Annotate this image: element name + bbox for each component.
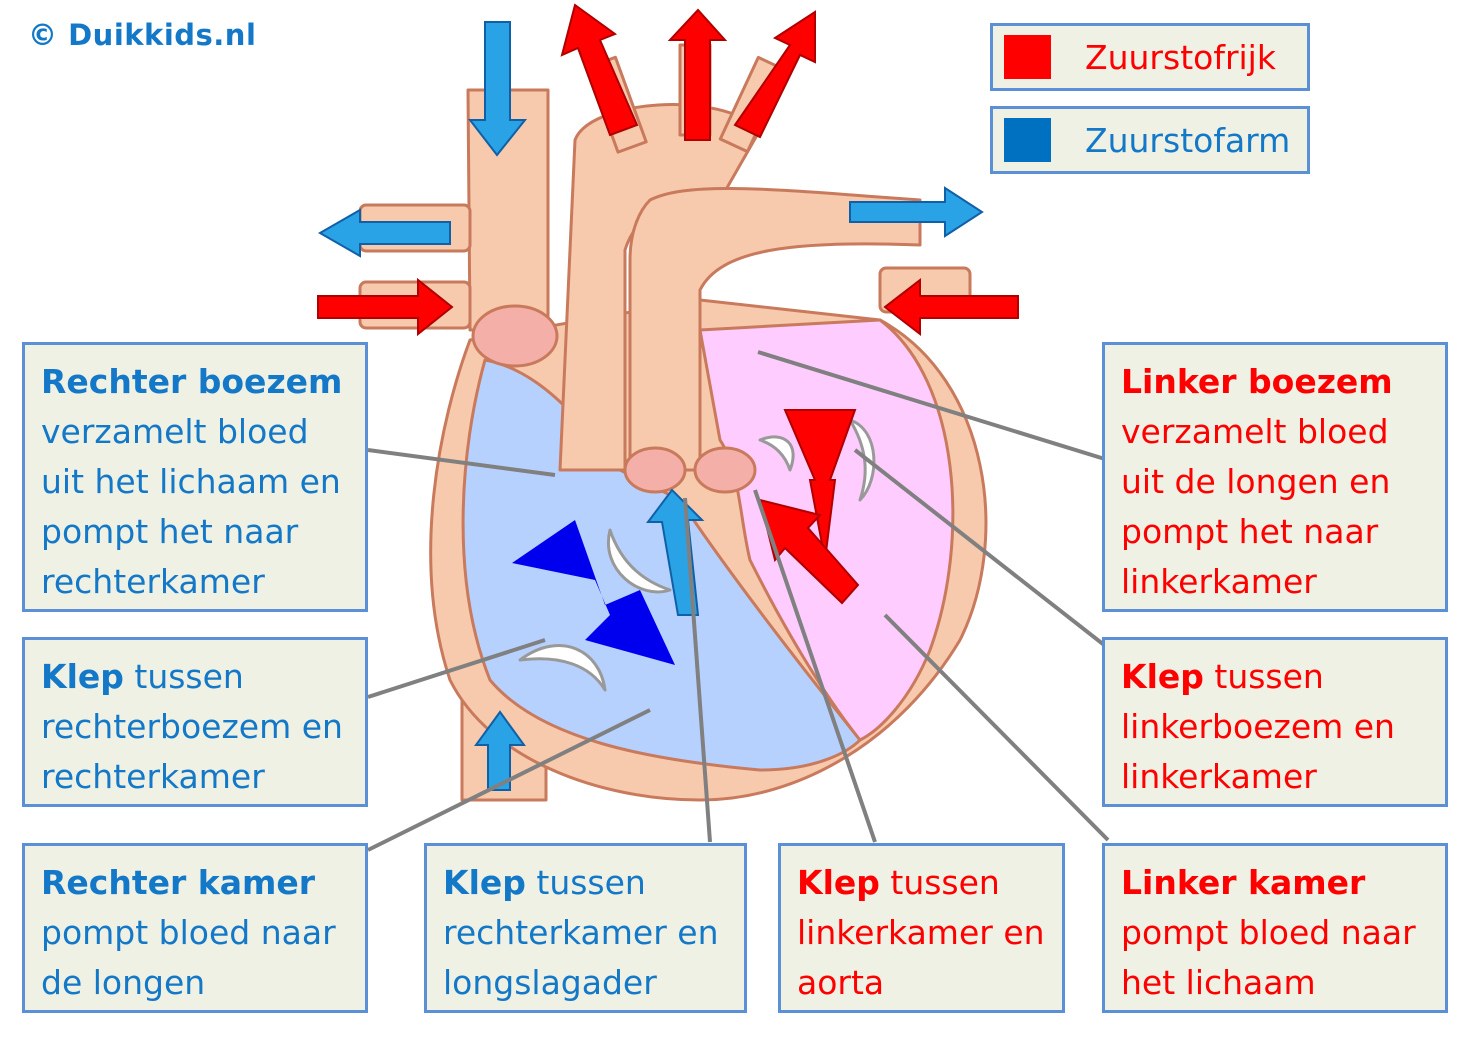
arrow-red-right bbox=[317, 277, 454, 337]
line-rechter-kamer bbox=[367, 708, 651, 852]
label-line: aorta bbox=[797, 963, 885, 1002]
line-linker-kamer bbox=[883, 613, 1110, 842]
legend-oxygen-poor: Zuurstofarm bbox=[990, 106, 1310, 174]
line-klep-lk-aorta bbox=[753, 489, 877, 843]
legend-label-oxygen-rich: Zuurstofrijk bbox=[1085, 38, 1276, 77]
label-line: rechterkamer bbox=[41, 562, 265, 601]
label-line: linkerkamer en bbox=[797, 913, 1045, 952]
connector-lines bbox=[367, 350, 1110, 852]
label-line: pompt bloed naar bbox=[41, 913, 336, 952]
label-box-klep-rb-rk: Klep tussen rechterboezem en rechterkame… bbox=[22, 637, 368, 807]
line-klep-rk-long bbox=[683, 497, 712, 843]
label-box-rechter-boezem: Rechter boezem verzamelt bloed uit het l… bbox=[22, 342, 368, 612]
arrow-blue-up bbox=[474, 710, 526, 791]
pulmonary-valve-top bbox=[623, 446, 687, 494]
arrow-blue-right bbox=[849, 186, 984, 238]
label-line: pompt het naar bbox=[41, 512, 299, 551]
label-line: linkerkamer bbox=[1121, 562, 1317, 601]
label-title: Klep bbox=[41, 657, 124, 696]
label-box-linker-boezem: Linker boezem verzamelt bloed uit de lon… bbox=[1102, 342, 1448, 612]
label-line: rechterkamer bbox=[41, 757, 265, 796]
tricuspid-valve-leaf bbox=[518, 644, 607, 692]
pulmonary-valve-leaf bbox=[607, 528, 672, 594]
label-title: Klep bbox=[1121, 657, 1204, 696]
label-line: pompt bloed naar bbox=[1121, 913, 1416, 952]
arrow-red-up-right bbox=[733, 10, 816, 139]
label-line: longslagader bbox=[443, 963, 657, 1002]
label-line: linkerkamer bbox=[1121, 757, 1317, 796]
legend-oxygen-rich: Zuurstofrijk bbox=[990, 23, 1310, 91]
line-klep-rb-rk bbox=[367, 638, 546, 699]
label-box-rechter-kamer: Rechter kamer pompt bloed naar de longen bbox=[22, 843, 368, 1013]
arrow-red-up bbox=[667, 8, 728, 141]
label-title: Klep bbox=[443, 863, 526, 902]
label-line: tussen bbox=[1203, 657, 1324, 696]
copyright: © Duikkids.nl bbox=[28, 18, 257, 52]
oxygen-poor-arrows bbox=[317, 21, 984, 791]
label-line: tussen bbox=[879, 863, 1000, 902]
label-line: rechterboezem en bbox=[41, 707, 343, 746]
mitral-valve-leaf bbox=[848, 418, 876, 502]
label-line: tussen bbox=[123, 657, 244, 696]
label-line: verzamelt bloed bbox=[1121, 412, 1389, 451]
arrow-red-left bbox=[883, 277, 1019, 337]
legend-label-oxygen-poor: Zuurstofarm bbox=[1085, 121, 1291, 160]
label-line: verzamelt bloed bbox=[41, 412, 309, 451]
label-line: uit de longen en bbox=[1121, 462, 1391, 501]
label-box-klep-lk-aorta: Klep tussen linkerkamer en aorta bbox=[778, 843, 1065, 1013]
label-title: Klep bbox=[797, 863, 880, 902]
line-rechter-boezem bbox=[367, 448, 556, 477]
aortic-valve-leaf bbox=[758, 435, 795, 472]
arrow-darkblue bbox=[512, 520, 675, 665]
label-title: Linker kamer bbox=[1121, 863, 1366, 902]
line-klep-lb-lk bbox=[853, 448, 1110, 650]
label-title: Rechter boezem bbox=[41, 362, 343, 401]
arrow-blue-left bbox=[317, 208, 451, 258]
label-line: rechterkamer en bbox=[443, 913, 719, 952]
label-line: de longen bbox=[41, 963, 206, 1002]
arrow-blue-down bbox=[467, 21, 528, 157]
legend-swatch-red bbox=[1004, 35, 1051, 79]
label-box-linker-kamer: Linker kamer pompt bloed naar het lichaa… bbox=[1102, 843, 1448, 1013]
pulmonary-artery bbox=[628, 186, 922, 472]
label-line: pompt het naar bbox=[1121, 512, 1379, 551]
arrow-red-down bbox=[783, 409, 857, 561]
line-linker-boezem bbox=[757, 350, 1109, 462]
arrow-red-up-left bbox=[560, 3, 639, 137]
label-line: uit het lichaam en bbox=[41, 462, 341, 501]
aortic-valve-top bbox=[693, 446, 757, 494]
label-line: linkerboezem en bbox=[1121, 707, 1395, 746]
label-box-klep-lb-lk: Klep tussen linkerboezem en linkerkamer bbox=[1102, 637, 1448, 807]
vena-cava-opening bbox=[471, 304, 559, 368]
label-title: Linker boezem bbox=[1121, 362, 1393, 401]
label-box-klep-rk-long: Klep tussen rechterkamer en longslagader bbox=[424, 843, 747, 1013]
label-title: Rechter kamer bbox=[41, 863, 316, 902]
legend-swatch-blue bbox=[1004, 118, 1051, 162]
label-line: het lichaam bbox=[1121, 963, 1316, 1002]
heart-illustration bbox=[358, 43, 988, 802]
label-line: tussen bbox=[525, 863, 646, 902]
